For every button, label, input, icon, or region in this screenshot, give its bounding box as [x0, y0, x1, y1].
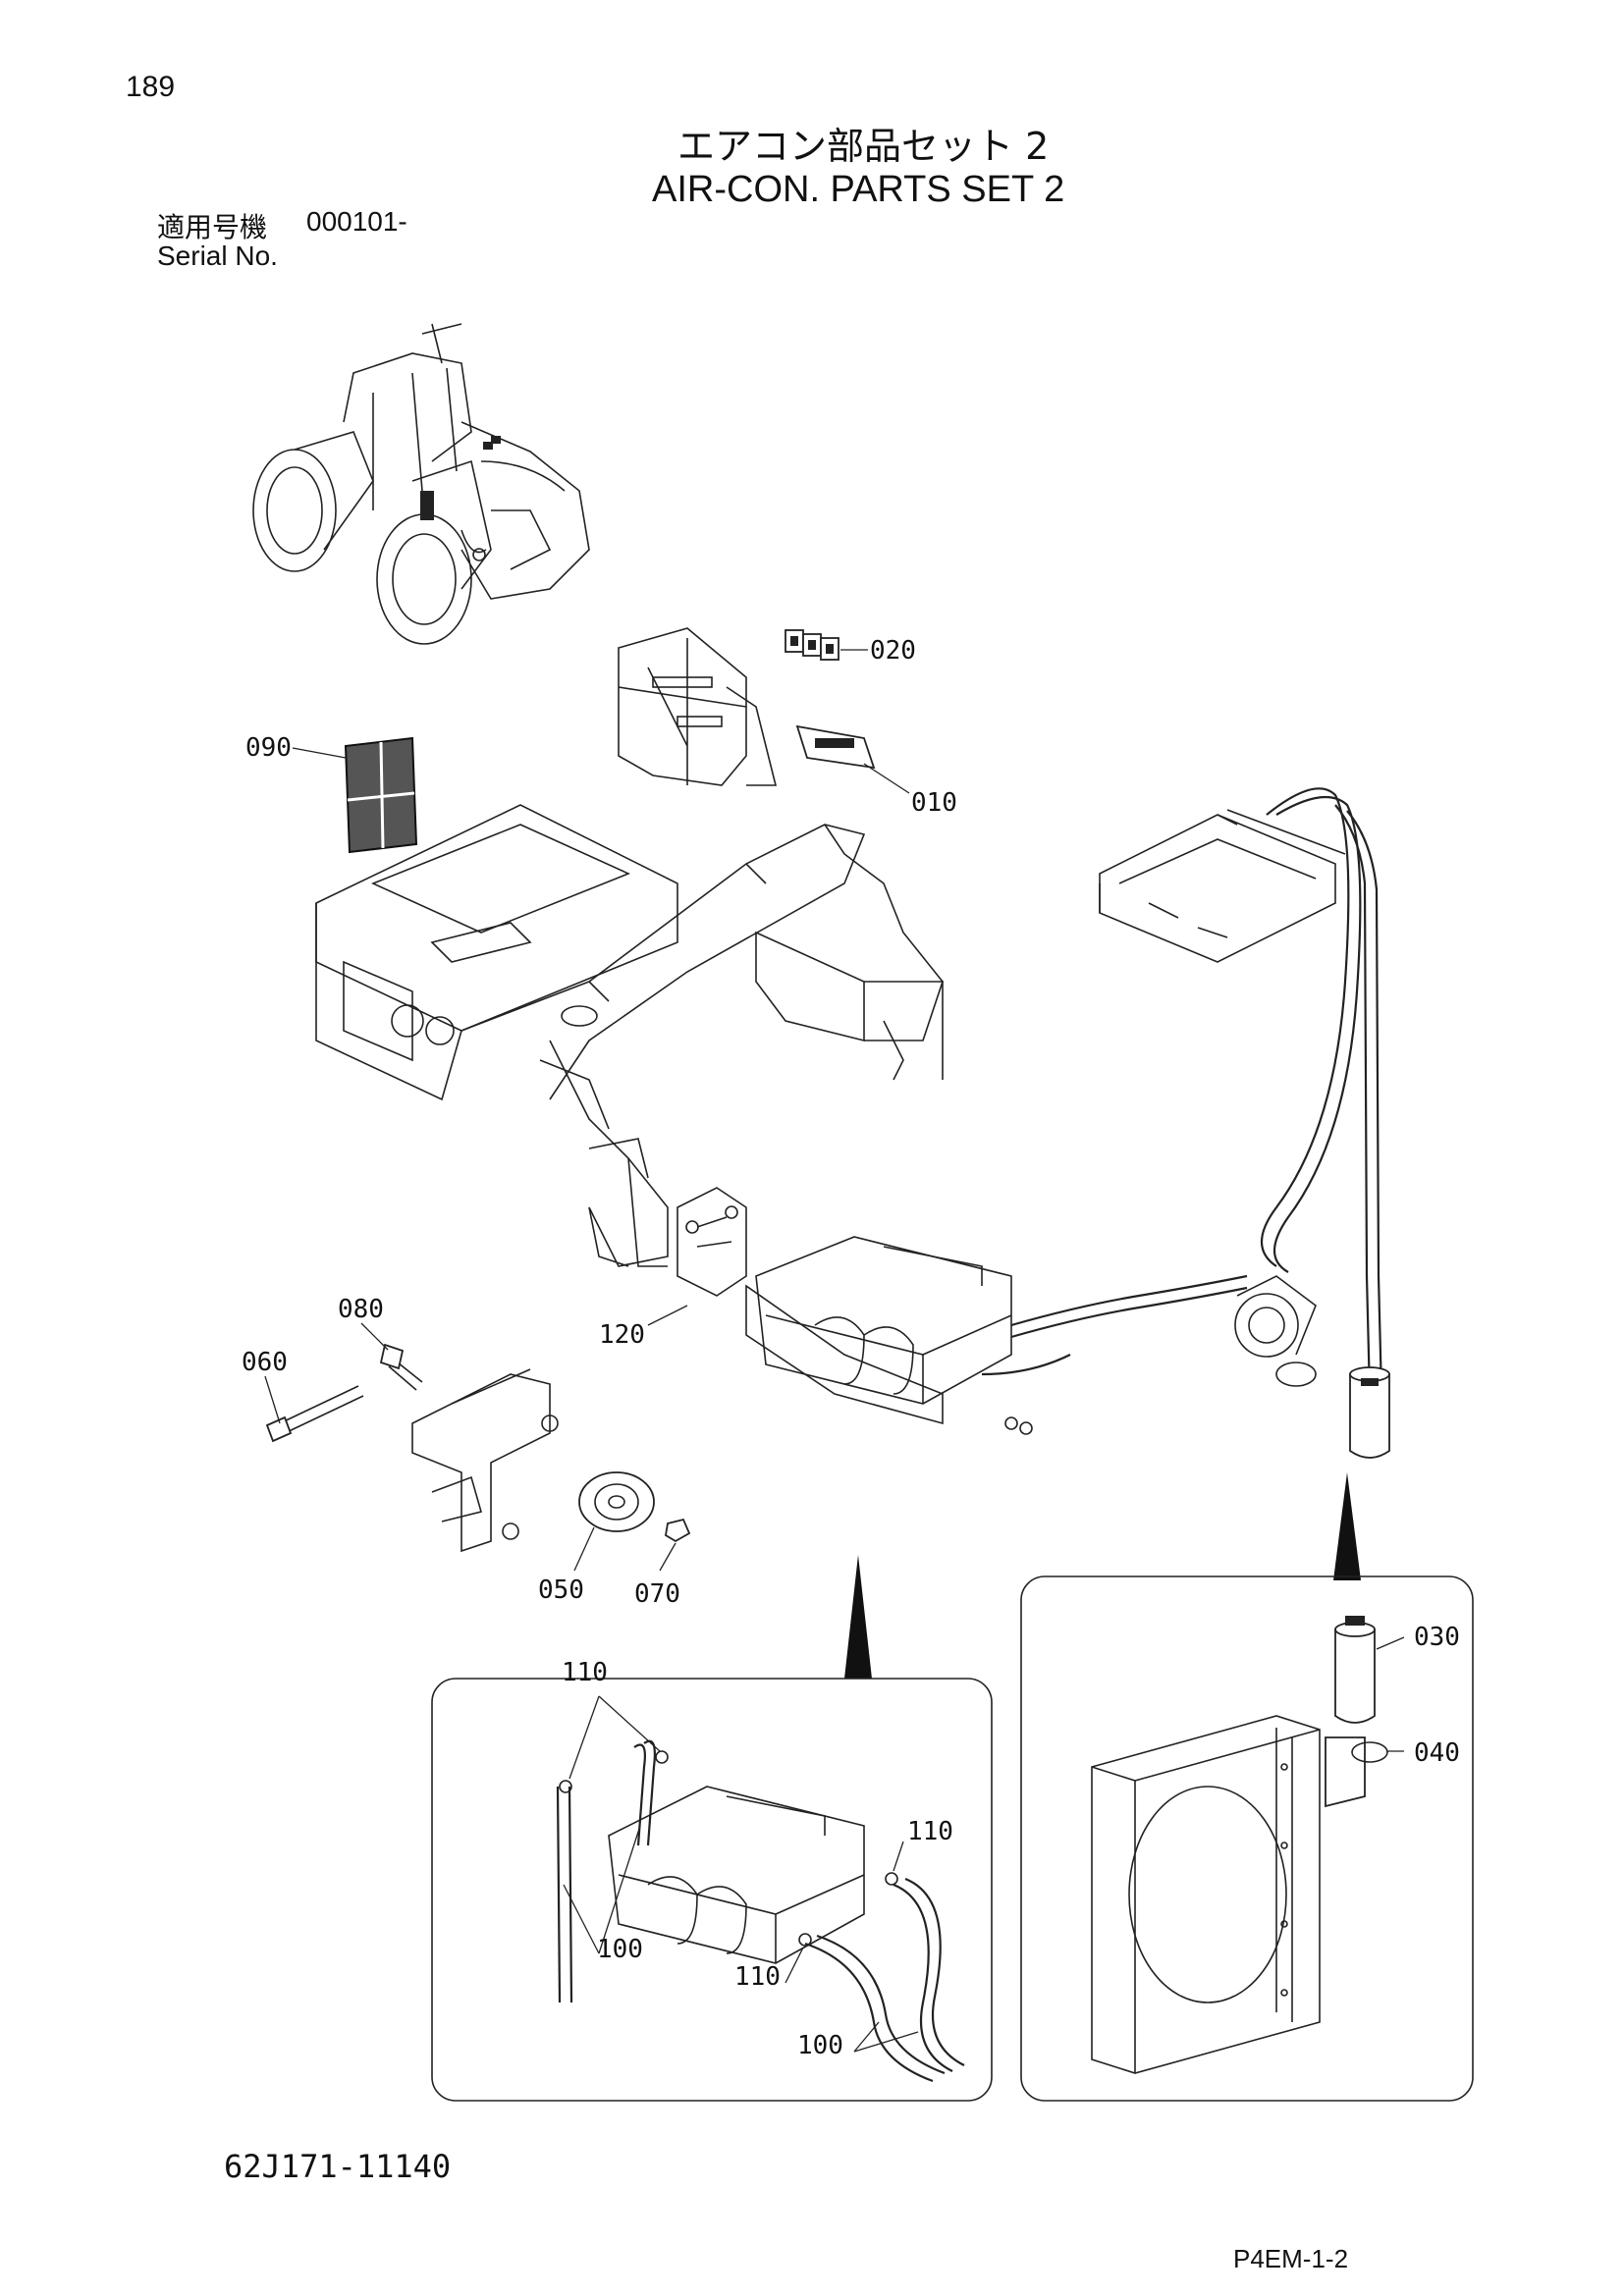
nut-070	[665, 1518, 691, 1543]
evaporator-unit	[745, 1236, 1033, 1435]
callout-050: 050	[538, 1575, 584, 1605]
serial-number-range: 000101-	[306, 206, 407, 237]
detail-box-evaporator	[431, 1678, 993, 2102]
callout-110-top: 110	[562, 1658, 608, 1687]
pulley-bracket	[411, 1368, 559, 1553]
controller-010	[795, 724, 910, 794]
callout-100-right: 100	[797, 2031, 843, 2060]
bolt-080	[379, 1343, 423, 1391]
callout-040: 040	[1414, 1738, 1460, 1768]
drawing-number: 62J171-11140	[224, 2148, 452, 2185]
callout-060: 060	[242, 1348, 288, 1377]
evaporator-detail	[556, 1695, 965, 2083]
cab-frame-structure	[315, 804, 945, 1267]
callout-080: 080	[338, 1295, 384, 1324]
callout-110-bottom: 110	[734, 1962, 781, 1992]
switch-assembly-020	[785, 629, 868, 661]
page-title-english: AIR-CON. PARTS SET 2	[652, 169, 1065, 210]
callout-120: 120	[599, 1320, 645, 1350]
machine-overview-illustration	[252, 323, 590, 645]
bolt-060	[265, 1385, 364, 1443]
refrigerant-hoses	[981, 787, 1383, 1395]
callout-090: 090	[245, 733, 292, 763]
callout-100-left: 100	[597, 1935, 643, 1964]
air-filter-090	[292, 736, 418, 854]
condenser-unit	[1099, 809, 1346, 963]
detail-arrows	[844, 1472, 1361, 1679]
callout-020: 020	[870, 636, 916, 666]
callout-070: 070	[634, 1579, 680, 1609]
callout-010: 010	[911, 788, 957, 818]
page-number: 189	[126, 71, 176, 103]
receiver-drier	[1349, 1366, 1390, 1459]
callout-leaders	[264, 1322, 677, 1572]
detail-box-receiver	[1020, 1575, 1474, 2102]
page-title-japanese: エアコン部品セット 2	[677, 125, 1050, 168]
compressor	[1234, 1275, 1317, 1387]
serial-label-japanese: 適用号機	[157, 211, 268, 243]
callout-110-right: 110	[907, 1817, 953, 1846]
console-panel	[618, 627, 778, 786]
pulley-050	[573, 1471, 655, 1572]
page-code: P4EM-1-2	[1233, 2244, 1349, 2273]
bracket-120	[647, 1187, 747, 1326]
serial-label-english: Serial No.	[157, 240, 278, 271]
callout-030: 030	[1414, 1623, 1460, 1652]
receiver-detail	[1091, 1616, 1405, 2074]
